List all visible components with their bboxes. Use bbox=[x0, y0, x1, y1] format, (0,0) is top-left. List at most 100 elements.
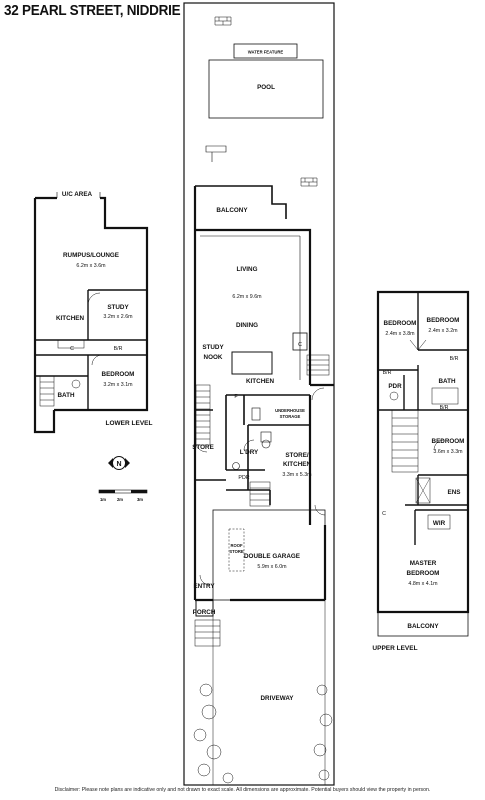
laundry-label: L'DRY bbox=[240, 449, 259, 456]
bedroom-2-label: BEDROOM bbox=[427, 317, 460, 324]
house-main-wall bbox=[193, 186, 312, 602]
staircase bbox=[195, 354, 330, 507]
lower-level-plan bbox=[33, 192, 149, 434]
bedroom-1-dimensions: 2.4m x 3.8m bbox=[385, 331, 415, 337]
disclaimer-text: Disclaimer: Please note plans are indica… bbox=[54, 787, 431, 793]
lower-kitchen-label: KITCHEN bbox=[56, 315, 84, 322]
washer-icon bbox=[261, 439, 271, 449]
store-kitchen-dimensions: 3.3m x 5.3m bbox=[282, 472, 312, 478]
store-kitchen-label-1: STORE/ bbox=[285, 452, 309, 459]
garage-dimensions: 5.9m x 6.0m bbox=[257, 564, 287, 570]
store-label: STORE bbox=[192, 444, 214, 451]
lower-stairs bbox=[39, 375, 55, 407]
storage-label: STORAGE bbox=[280, 414, 301, 419]
uc-area-label: U/C AREA bbox=[62, 191, 93, 198]
upper-bir-c-label: B/R bbox=[440, 405, 449, 411]
dining-label: DINING bbox=[236, 322, 258, 329]
underhouse-label: UNDERHOUSE bbox=[275, 408, 305, 413]
garage-label: DOUBLE GARAGE bbox=[244, 553, 300, 560]
lower-c-label: C bbox=[70, 346, 74, 352]
lower-toilet-icon bbox=[71, 379, 81, 389]
ground-level-plan bbox=[183, 2, 335, 786]
wir-outline bbox=[427, 514, 451, 530]
store-kitchen-label-2: KITCHEN bbox=[283, 461, 311, 468]
wir-label: WIR bbox=[433, 520, 446, 527]
lower-outer-wall-left bbox=[33, 198, 56, 434]
roof-store-label: STORE bbox=[229, 549, 244, 554]
rumpus-dimensions: 6.2m x 3.6m bbox=[76, 263, 106, 269]
driveway-label: DRIVEWAY bbox=[260, 695, 294, 702]
upper-bath-label: BATH bbox=[438, 378, 455, 385]
shrub-icon bbox=[193, 683, 333, 784]
ensuite-shower bbox=[415, 477, 431, 504]
lower-level-labels: U/C AREA RUMPUS/LOUNGE 6.2m x 3.6m STUDY… bbox=[56, 191, 152, 427]
lower-bath-label: BATH bbox=[57, 392, 74, 399]
powder-room-label: PDR bbox=[238, 475, 249, 481]
lower-bedroom-dimensions: 3.2m x 3.1m bbox=[103, 382, 133, 388]
house-side-wall bbox=[230, 383, 334, 602]
roof-label: ROOF bbox=[230, 543, 243, 548]
upper-bir-b-label: B/R bbox=[450, 356, 459, 362]
bedroom-3-label: BEDROOM bbox=[432, 438, 465, 445]
upper-bathtub bbox=[431, 387, 459, 405]
deck-steps bbox=[205, 145, 227, 162]
compass-icon: N bbox=[108, 456, 130, 470]
pantry-c-label: C bbox=[298, 342, 302, 348]
master-label-2: BEDROOM bbox=[407, 570, 440, 577]
study-nook-label-1: STUDY bbox=[202, 344, 224, 351]
lower-level-title: LOWER LEVEL bbox=[106, 420, 153, 427]
kitchen-label: KITCHEN bbox=[246, 378, 274, 385]
upper-bir-a-label: B/R bbox=[383, 370, 392, 376]
ground-level-labels: WATER FEATURE POOL BALCONY LIVING 6.2m x… bbox=[192, 50, 312, 703]
scale-bar: 1m 2m 3m bbox=[98, 489, 148, 502]
bedroom-3-dimensions: 3.6m x 3.3m bbox=[433, 449, 463, 455]
lot-boundary bbox=[183, 2, 335, 786]
living-label: LIVING bbox=[237, 266, 258, 273]
water-feature-box bbox=[233, 43, 298, 59]
laundry-tub bbox=[260, 431, 272, 443]
driveway-edges bbox=[212, 600, 326, 785]
scale-tick-2: 2m bbox=[117, 497, 123, 502]
toilet-icon bbox=[232, 462, 240, 470]
upper-level-plan bbox=[376, 290, 470, 637]
lower-study-dimensions: 3.2m x 2.6m bbox=[103, 314, 133, 320]
pool-outline bbox=[208, 59, 324, 119]
upper-level-labels: BEDROOM 2.4m x 3.8m BEDROOM 2.4m x 3.2m … bbox=[372, 317, 464, 652]
lower-internal-walls bbox=[35, 289, 147, 410]
scale-tick-1: 1m bbox=[100, 497, 106, 502]
entry-label: ENTRY bbox=[193, 583, 215, 590]
upper-toilet-icon bbox=[389, 391, 399, 401]
living-dimensions: 6.2m x 9.6m bbox=[232, 294, 262, 300]
water-feature-label: WATER FEATURE bbox=[248, 50, 284, 55]
balcony-label: BALCONY bbox=[216, 207, 248, 214]
master-dimensions: 4.8m x 4.1m bbox=[408, 581, 438, 587]
roof-store-outline bbox=[228, 528, 245, 572]
ensuite-label: ENS bbox=[448, 489, 461, 496]
porch-label: PORCH bbox=[193, 609, 216, 616]
property-title: 32 PEARL STREET, NIDDRIE bbox=[4, 2, 181, 19]
lower-bir-label: B/R bbox=[114, 346, 123, 352]
garage-outline bbox=[212, 509, 326, 601]
balcony-wall bbox=[195, 185, 287, 219]
kitchen-island bbox=[231, 351, 273, 375]
lower-bench bbox=[57, 339, 85, 349]
rumpus-label: RUMPUS/LOUNGE bbox=[63, 252, 119, 259]
master-label-1: MASTER bbox=[410, 560, 437, 567]
door-swings bbox=[194, 387, 326, 586]
brick-icon bbox=[214, 16, 318, 187]
upper-pdr-label: PDR bbox=[388, 383, 402, 390]
porch-steps bbox=[194, 619, 221, 647]
bedroom-2-dimensions: 2.4m x 3.2m bbox=[428, 328, 458, 334]
pantry-box bbox=[292, 332, 308, 351]
bedroom-1-label: BEDROOM bbox=[384, 320, 417, 327]
upper-level-title: UPPER LEVEL bbox=[372, 645, 417, 652]
compass-north-label: N bbox=[116, 461, 121, 468]
upper-balcony-outline bbox=[377, 611, 469, 637]
lower-bedroom-label: BEDROOM bbox=[102, 371, 135, 378]
lower-outer-wall-right bbox=[35, 196, 149, 412]
sink-icon bbox=[251, 407, 261, 421]
upper-balcony-label: BALCONY bbox=[407, 623, 439, 630]
study-nook-label-2: NOOK bbox=[204, 354, 223, 361]
pool-label: POOL bbox=[257, 84, 275, 91]
